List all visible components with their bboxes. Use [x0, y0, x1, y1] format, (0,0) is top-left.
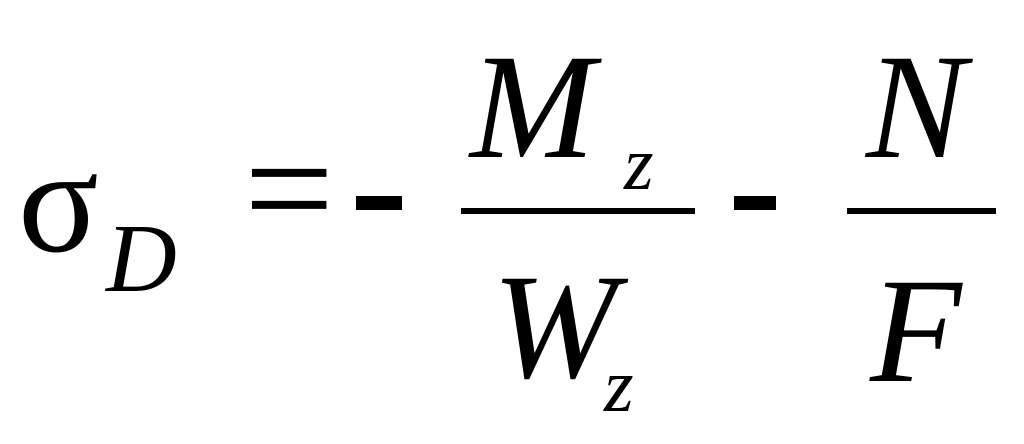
equals-sign: =	[244, 99, 335, 277]
minus-sign-1	[356, 196, 402, 210]
sigma-subscript: D	[106, 205, 177, 313]
sigma-symbol: σ	[18, 118, 99, 284]
fraction-2-numerator: N	[866, 24, 967, 190]
fraction-1-numerator-subscript: z	[624, 122, 654, 206]
fraction-1-denominator: W	[492, 244, 617, 410]
fraction-2-denominator: F	[870, 248, 962, 414]
fraction-1-numerator: M	[470, 24, 595, 190]
fraction-1-denominator-subscript: z	[604, 344, 634, 428]
minus-sign-2	[734, 196, 776, 210]
fraction-1-bar	[461, 208, 695, 214]
fraction-2-bar	[847, 208, 996, 214]
